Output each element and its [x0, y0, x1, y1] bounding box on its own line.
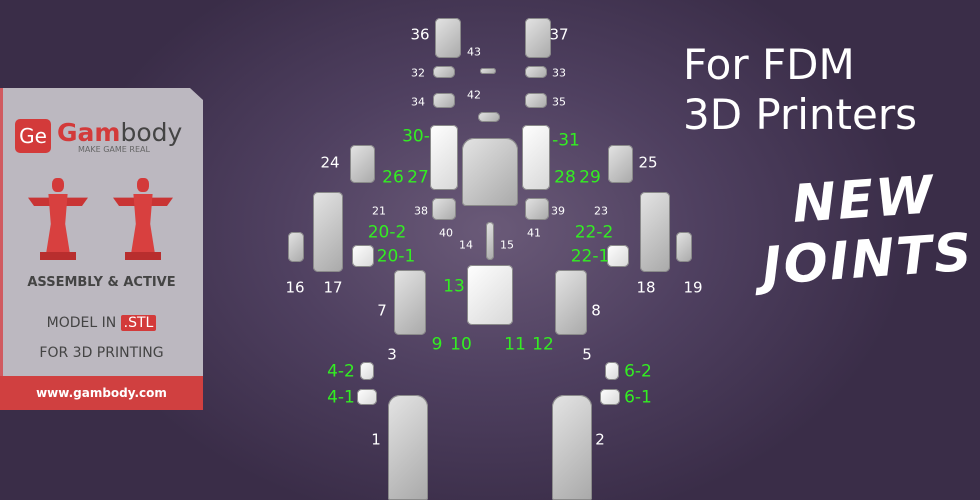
part	[525, 198, 549, 220]
joint-label: 4-2	[327, 361, 355, 382]
panel-line-1: ASSEMBLY & ACTIVE	[27, 275, 176, 290]
logo-name-dark: body	[120, 118, 183, 147]
part-label: 2	[595, 430, 605, 449]
joint-label: 20-2	[367, 222, 407, 243]
part	[388, 395, 428, 500]
part	[607, 245, 629, 267]
part	[435, 18, 461, 58]
part	[357, 389, 377, 405]
gambody-logo-name: Gambody	[57, 118, 182, 147]
joint-label: 22-2	[574, 222, 614, 243]
part	[432, 198, 456, 220]
part	[394, 270, 426, 335]
part-label: 16	[285, 278, 305, 297]
part-label: 43	[467, 45, 481, 59]
part-label: 38	[414, 204, 428, 218]
panel-edge	[0, 88, 3, 410]
part	[478, 112, 500, 122]
headline-line-1: For FDM	[683, 40, 855, 89]
part-label: 15	[500, 238, 514, 252]
headline: For FDM 3D Printers	[683, 40, 917, 140]
headline-line-2: 3D Printers	[683, 90, 918, 139]
part	[360, 362, 374, 380]
part-label: 35	[552, 95, 566, 109]
panel-line-2: MODEL IN .STL	[0, 315, 203, 331]
part-label: 18	[636, 278, 656, 297]
joint-label: 9	[431, 334, 443, 355]
part	[430, 125, 458, 190]
part-label: 8	[591, 301, 601, 320]
joint-label: 22-1	[570, 246, 610, 267]
stl-badge: .STL	[120, 315, 157, 331]
part	[352, 245, 374, 267]
joint-label: 13	[443, 276, 465, 297]
logo-name-red: Gam	[57, 118, 121, 147]
part	[525, 66, 547, 78]
joint-label: 4-1	[327, 387, 355, 408]
part-label: 37	[549, 25, 569, 44]
part-label: 5	[582, 345, 592, 364]
part-label: 24	[320, 153, 340, 172]
joint-label: 6-1	[624, 387, 652, 408]
part	[522, 125, 550, 190]
joint-label: 28	[554, 167, 576, 188]
part	[486, 222, 494, 260]
part-label: 1	[371, 430, 381, 449]
part	[555, 270, 587, 335]
part	[525, 18, 551, 58]
part	[313, 192, 343, 272]
joint-label: 27	[407, 167, 429, 188]
new-joints-badge: NEW JOINTS	[756, 163, 975, 297]
part-label: 39	[551, 204, 565, 218]
part	[467, 265, 513, 325]
website-link[interactable]: www.gambody.com	[0, 376, 203, 410]
part-label: 14	[459, 238, 473, 252]
part	[480, 68, 496, 74]
part-label: 32	[411, 66, 425, 80]
part-label: 25	[638, 153, 658, 172]
part	[433, 66, 455, 78]
part-label: 3	[387, 345, 397, 364]
part	[288, 232, 304, 262]
gambody-info-panel: Ge Gambody MAKE GAME REAL ASSEMBLY & ACT…	[0, 88, 203, 410]
part	[433, 93, 455, 108]
static-figure-icon	[28, 178, 88, 260]
part	[525, 93, 547, 108]
joint-label: -31	[552, 130, 580, 151]
gambody-logo-mark: Ge	[15, 119, 51, 153]
part-label: 19	[683, 278, 703, 297]
model-in-text: MODEL IN	[46, 315, 117, 331]
part-label: 41	[527, 226, 541, 240]
part	[462, 138, 518, 206]
part-label: 36	[410, 25, 430, 44]
joint-label: 26	[382, 167, 404, 188]
joint-label: 10	[450, 334, 472, 355]
part-label: 42	[467, 88, 481, 102]
joint-label: 30-	[402, 126, 430, 147]
part-label: 7	[377, 301, 387, 320]
tagline: MAKE GAME REAL	[78, 145, 150, 154]
joint-label: 29	[579, 167, 601, 188]
part	[676, 232, 692, 262]
part	[640, 192, 670, 272]
part-label: 17	[323, 278, 343, 297]
part	[608, 145, 633, 183]
part-label: 33	[552, 66, 566, 80]
part-label: 21	[372, 204, 386, 218]
part-label: 34	[411, 95, 425, 109]
joint-label: 12	[532, 334, 554, 355]
part	[605, 362, 619, 380]
part	[600, 389, 620, 405]
part-label: 40	[439, 226, 453, 240]
part-label: 23	[594, 204, 608, 218]
articulated-figure-icon	[113, 178, 173, 260]
panel-line-3: FOR 3D PRINTING	[39, 345, 164, 361]
part	[350, 145, 375, 183]
joint-label: 20-1	[376, 246, 416, 267]
part	[552, 395, 592, 500]
joint-label: 6-2	[624, 361, 652, 382]
joint-label: 11	[504, 334, 526, 355]
